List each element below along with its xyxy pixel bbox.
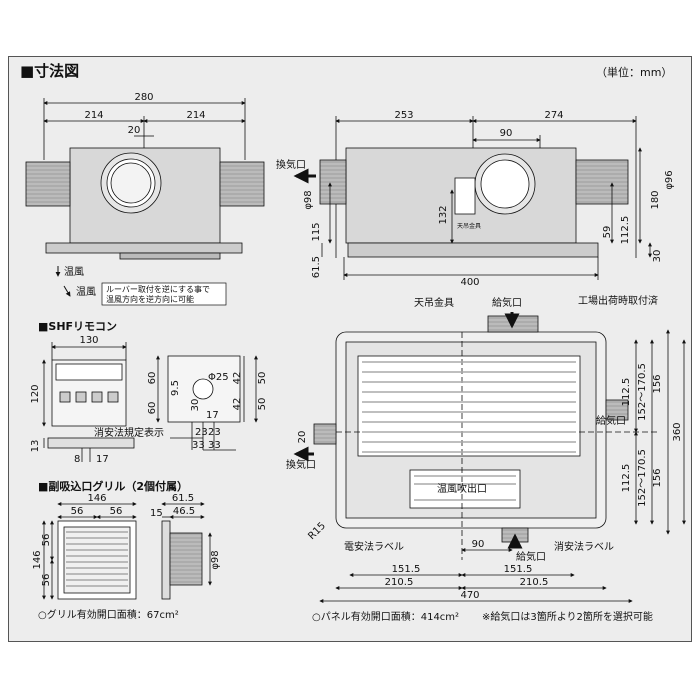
bottom-d210-5a: 210.5	[385, 577, 414, 588]
remote-dim-17: 17	[96, 454, 109, 465]
remote-law-label: 消安法規定表示	[94, 426, 164, 439]
front-view	[25, 98, 265, 260]
louver-note-2: 温風方向を逆方向に可能	[106, 294, 194, 304]
grille-half-a: 56	[71, 506, 84, 517]
side-dim-59: 59	[602, 226, 613, 239]
remote-dim-23a: 23	[195, 427, 208, 438]
bottom-d90: 90	[472, 539, 485, 550]
side-dim-115: 115	[311, 222, 322, 241]
warm-wind-arrows	[55, 266, 71, 297]
side-dim-132: 132	[438, 205, 449, 224]
grille-v-56a: 56	[41, 534, 52, 547]
side-hanger-text: 天吊金具	[457, 222, 481, 230]
side-total-width: 400	[460, 277, 479, 288]
remote-drawing	[42, 342, 258, 462]
remote-dim-8: 8	[74, 454, 80, 465]
remote-dim-42a: 42	[232, 372, 243, 385]
bottom-factory: 工場出荷時取付済	[578, 294, 658, 307]
bottom-view	[313, 315, 686, 603]
louver-note-1: ルーバー取付を逆にする事で	[106, 284, 210, 294]
remote-width: 130	[79, 335, 98, 346]
grille-width: 146	[87, 493, 106, 504]
bottom-d210-5b: 210.5	[520, 577, 549, 588]
bottom-d20: 20	[297, 431, 308, 444]
bottom-v152a: 152〜170.5	[637, 363, 648, 421]
side-supply-dia: φ96	[664, 170, 675, 189]
side-dim-61-5: 61.5	[311, 256, 322, 278]
remote-dim-phi25: Φ25	[208, 372, 229, 383]
grille-depth: 61.5	[172, 493, 194, 504]
bottom-warm-outlet: 温風吹出口	[437, 482, 487, 495]
bottom-total: 470	[460, 590, 479, 601]
grille-drawing	[42, 502, 212, 600]
remote-dim-13: 13	[30, 440, 41, 453]
page-title: ■寸法図	[20, 62, 80, 80]
grille-section-label: ■副吸込口グリル（2個付属）	[38, 479, 188, 493]
side-dim-112-5: 112.5	[620, 216, 631, 245]
remote-dim-9-5: 9.5	[170, 380, 181, 396]
warm-wind-label-1: 温風	[64, 266, 84, 278]
grille-height: 146	[32, 550, 43, 569]
side-exhaust-label: 換気口	[276, 158, 306, 171]
side-dim-180: 180	[650, 190, 661, 209]
grille-phi98: φ98	[210, 550, 221, 569]
remote-dim-33b: 33	[208, 440, 221, 451]
remote-dim-30: 30	[190, 399, 201, 412]
remote-dim-17b: 17	[206, 410, 219, 421]
remote-dim-42b: 42	[232, 398, 243, 411]
side-left-span: 253	[394, 110, 413, 121]
bottom-v156a: 156	[652, 374, 663, 393]
remote-dim-60a: 60	[147, 372, 158, 385]
bottom-panel-note: ○パネル有効開口面積：414cm²	[312, 610, 459, 623]
front-duct-offset: 20	[128, 125, 141, 136]
side-exhaust-dia: φ98	[303, 190, 314, 209]
bottom-v112-5a: 112.5	[621, 378, 632, 407]
grille-area-note: ○グリル有効開口面積：67cm²	[38, 608, 179, 621]
side-right-span: 274	[544, 110, 563, 121]
unit-label: （単位：mm）	[596, 66, 673, 79]
bottom-d151-5a: 151.5	[392, 564, 421, 575]
remote-dim-33a: 33	[192, 440, 205, 451]
bottom-d151-5b: 151.5	[504, 564, 533, 575]
bottom-v152b: 152〜170.5	[637, 449, 648, 507]
bottom-exhaust: 換気口	[286, 458, 316, 471]
grille-v-56b: 56	[41, 574, 52, 587]
remote-height: 120	[30, 384, 41, 403]
bottom-supply-bottom: 給気口	[516, 550, 546, 563]
bottom-r15: R15	[306, 520, 328, 542]
bottom-elec-label: 電安法ラベル	[344, 540, 404, 553]
side-duct-width: 90	[500, 128, 513, 139]
warm-wind-label-2: 温風	[76, 286, 96, 298]
remote-dim-23b: 23	[208, 427, 221, 438]
side-view	[319, 116, 652, 280]
grille-d46-5: 46.5	[173, 506, 195, 517]
front-left-span: 214	[84, 110, 103, 121]
front-width-total: 280	[134, 92, 153, 103]
grille-slats	[66, 531, 128, 587]
bottom-v112-5b: 112.5	[621, 464, 632, 493]
bottom-supply-right: 給気口	[596, 414, 626, 427]
remote-dim-60b: 60	[147, 402, 158, 415]
remote-dim-50b: 50	[257, 398, 268, 411]
bottom-cons-label: 消安法ラベル	[554, 540, 614, 553]
grille-half-b: 56	[110, 506, 123, 517]
bottom-supply: 給気口	[492, 296, 522, 309]
bottom-v360: 360	[672, 422, 683, 441]
bottom-hanger: 天吊金具	[414, 296, 454, 309]
grille-d15: 15	[150, 508, 163, 519]
remote-section-label: ■SHFリモコン	[38, 320, 117, 333]
front-right-span: 214	[186, 110, 205, 121]
remote-dim-50a: 50	[257, 372, 268, 385]
louver-note-box	[101, 282, 227, 306]
bottom-v156b: 156	[652, 468, 663, 487]
bottom-louvers	[362, 361, 576, 501]
side-dim-30: 30	[652, 250, 663, 263]
bottom-supply-note: ※給気口は3箇所より2箇所を選択可能	[482, 610, 653, 623]
